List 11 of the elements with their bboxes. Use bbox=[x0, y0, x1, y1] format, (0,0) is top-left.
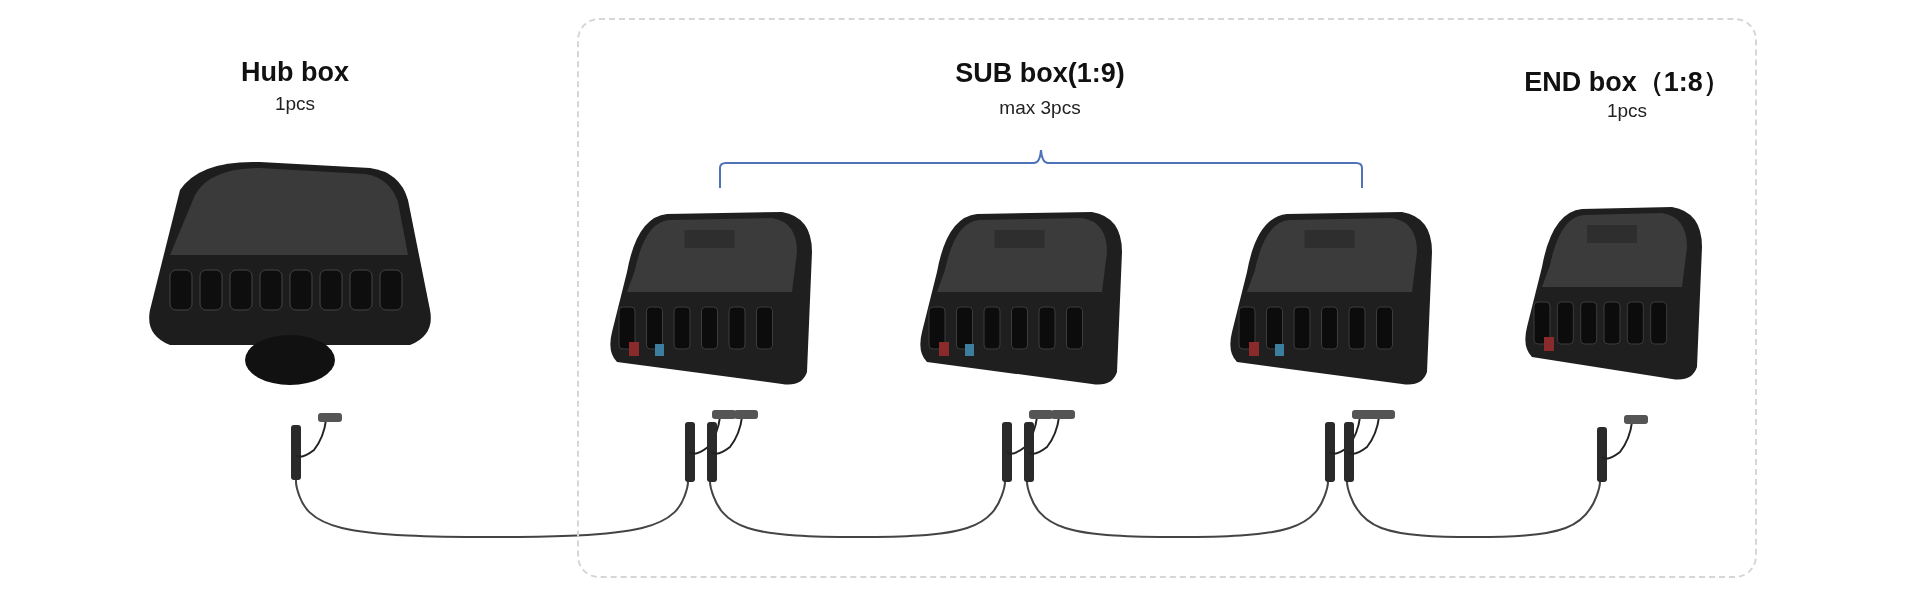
cable bbox=[1026, 479, 1329, 538]
quantity-text: 1pcs bbox=[1606, 100, 1648, 122]
device-title: END box（1:8） bbox=[1524, 66, 1730, 99]
quantity-text: max 3pcs bbox=[998, 97, 1082, 119]
cable bbox=[1346, 479, 1601, 538]
group-frame bbox=[577, 18, 1757, 578]
device-title: Hub box bbox=[241, 57, 349, 88]
cable bbox=[295, 479, 689, 538]
group-title: SUB box(1:9) bbox=[954, 58, 1126, 89]
cable bbox=[709, 479, 1006, 538]
quantity-text: 1pcs bbox=[274, 93, 316, 115]
